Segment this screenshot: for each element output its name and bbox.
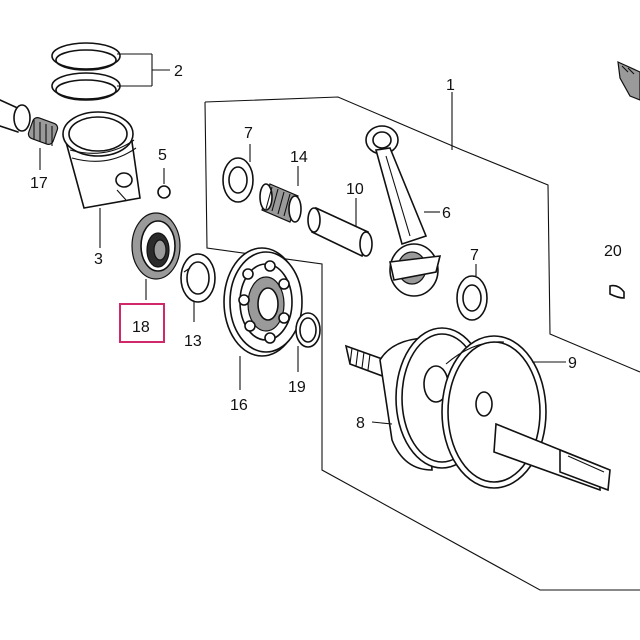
callout-3[interactable]: 3: [94, 251, 103, 268]
ball-bearing-icon[interactable]: [223, 247, 303, 390]
callout-7a[interactable]: 7: [244, 125, 253, 142]
piston-icon[interactable]: [62, 111, 141, 248]
callout-18[interactable]: 18: [132, 319, 150, 336]
highlight-box: [119, 303, 165, 343]
callout-6[interactable]: 6: [442, 205, 451, 222]
needle-bearing-icon[interactable]: [259, 166, 302, 223]
piston-pin-clip-icon[interactable]: [157, 168, 171, 199]
thrust-washer-icon[interactable]: [222, 144, 254, 203]
connecting-rod-icon[interactable]: [365, 125, 442, 297]
callout-13[interactable]: 13: [184, 333, 202, 350]
spacer-collar-icon[interactable]: [180, 253, 216, 322]
callout-17[interactable]: 17: [30, 175, 48, 192]
callout-2[interactable]: 2: [174, 63, 183, 80]
piston-ring-set-icon[interactable]: [51, 42, 170, 101]
callout-5[interactable]: 5: [158, 147, 167, 164]
callout-16[interactable]: 16: [230, 397, 248, 414]
thrust-washer-icon[interactable]: [456, 264, 488, 321]
crankcase-stud-icon: [617, 61, 640, 101]
crank-pin-icon[interactable]: [307, 198, 373, 258]
callout-9[interactable]: 9: [568, 355, 577, 372]
left-crank-half-icon[interactable]: [441, 335, 611, 492]
callout-1[interactable]: 1: [446, 77, 455, 94]
callout-19[interactable]: 19: [288, 379, 306, 396]
woodruff-key-icon[interactable]: [609, 284, 625, 299]
small-end-bearing-icon[interactable]: [0, 99, 59, 170]
o-ring-icon[interactable]: [295, 312, 321, 372]
callout-8[interactable]: 8: [356, 415, 365, 432]
callout-10[interactable]: 10: [346, 181, 364, 198]
callout-7b[interactable]: 7: [470, 247, 479, 264]
callout-20[interactable]: 20: [604, 243, 622, 260]
crankshaft-assembly-outline: [204, 96, 640, 591]
right-crank-half-icon[interactable]: [344, 327, 489, 471]
oil-seal-icon[interactable]: [131, 212, 181, 300]
callout-14[interactable]: 14: [290, 149, 308, 166]
